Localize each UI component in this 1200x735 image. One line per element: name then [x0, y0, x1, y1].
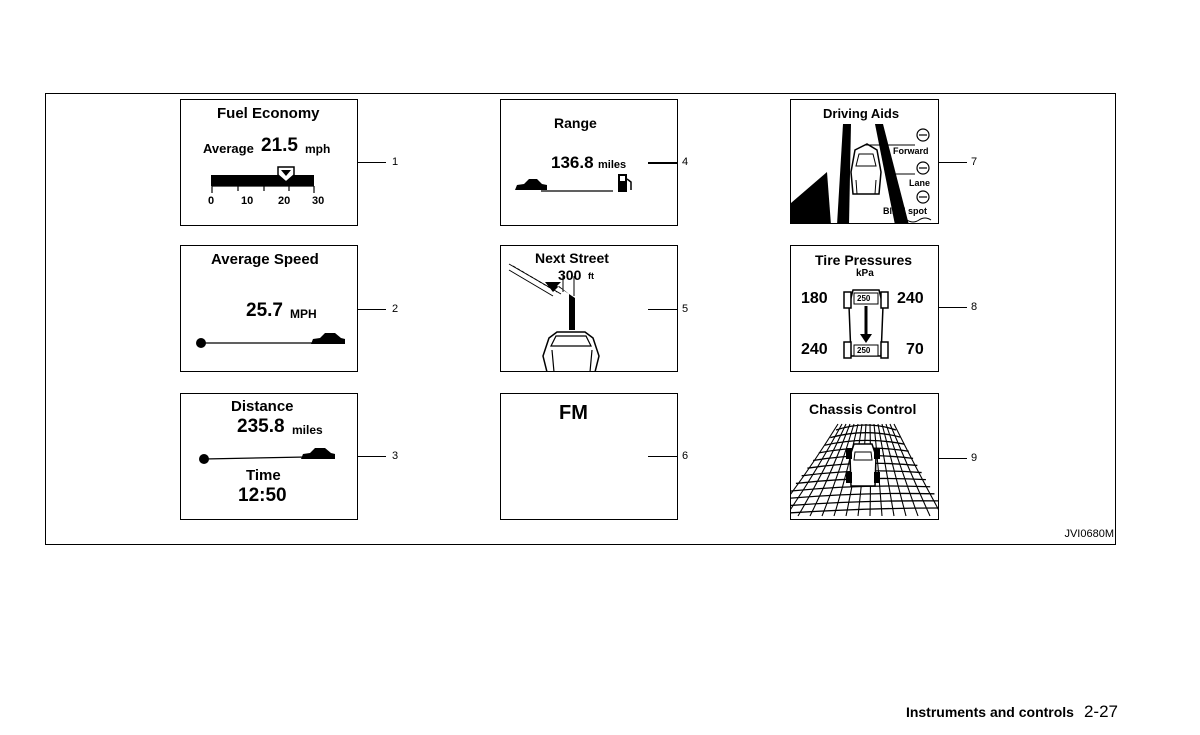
fuel-economy-unit: mph: [305, 142, 331, 156]
time-label: Time: [246, 467, 281, 484]
next-street-panel: Next Street 300 ft: [500, 245, 678, 372]
distance-panel: Distance 235.8 miles Time 12:50: [180, 393, 358, 520]
distance-value: 235.8: [237, 416, 285, 437]
callout-line-6: [648, 456, 678, 457]
chassis-grid-graphic: [791, 423, 938, 517]
callout-9: 9: [971, 452, 978, 464]
fuel-economy-title: Fuel Economy: [217, 105, 320, 122]
fuel-economy-value: 21.5: [261, 135, 298, 156]
callout-line-2: [358, 309, 386, 310]
tire-pressures-panel: Tire Pressures kPa 180 240 240 70 250 25…: [790, 245, 939, 372]
forward-label: Forward: [893, 146, 929, 156]
fuel-tick-10: 10: [241, 195, 254, 207]
tire-rear-marker: 250: [857, 346, 871, 355]
callout-line-3: [358, 456, 386, 457]
fm-title: FM: [559, 402, 588, 424]
tire-front-right-value: 240: [897, 290, 924, 307]
tire-rear-right-value: 70: [906, 341, 924, 358]
fuel-tick-0: 0: [208, 195, 215, 207]
fuel-pump-icon: [618, 174, 632, 192]
average-speed-panel: Average Speed 25.7 MPH: [180, 245, 358, 372]
fuel-tick-20: 20: [278, 195, 291, 207]
range-value: 136.8: [551, 153, 594, 172]
callout-2: 2: [392, 303, 399, 315]
lane-indicator-icon: [916, 161, 930, 175]
car-icon: [301, 448, 335, 459]
footer-page-number: 2-27: [1083, 702, 1118, 721]
turn-arrow-graphic: [508, 263, 600, 371]
driving-aids-title: Driving Aids: [823, 106, 900, 121]
figure-code: JVI0680M: [1064, 528, 1114, 540]
forward-indicator-icon: [916, 128, 930, 142]
average-speed-unit: MPH: [290, 307, 317, 321]
callout-1: 1: [392, 156, 399, 168]
tire-front-marker: 250: [857, 294, 871, 303]
chassis-control-title: Chassis Control: [809, 401, 917, 417]
fuel-economy-label: Average: [203, 141, 254, 156]
next-street-unit: ft: [588, 271, 594, 281]
fuel-tick-30: 30: [312, 195, 325, 207]
blind-spot-indicator-icon: [916, 190, 930, 204]
callout-5: 5: [682, 303, 689, 315]
callout-line-8: [939, 307, 967, 308]
car-icon: [515, 179, 547, 190]
callout-6: 6: [682, 450, 689, 462]
footer-section-title: Instruments and controls: [905, 704, 1074, 720]
tire-front-left-value: 180: [801, 290, 828, 307]
driving-aids-panel: Driving Aids Forward Lane Blind spot: [790, 99, 939, 224]
callout-line-1: [358, 162, 386, 163]
callout-line-4: [648, 162, 678, 164]
callout-3: 3: [392, 450, 399, 462]
lane-label: Lane: [909, 178, 931, 188]
callout-line-5: [648, 309, 678, 310]
callout-4: 4: [682, 156, 689, 168]
range-unit: miles: [598, 159, 627, 171]
car-top-view-graphic: [843, 289, 889, 359]
distance-progress-track: [199, 448, 335, 464]
average-speed-title: Average Speed: [211, 251, 319, 268]
speed-progress-track: [196, 333, 345, 348]
blind-spot-label: Blind spot: [883, 206, 927, 216]
time-value: 12:50: [238, 485, 287, 506]
callout-line-7: [939, 162, 967, 163]
distance-unit: miles: [292, 423, 323, 437]
distance-title: Distance: [231, 398, 294, 415]
range-title: Range: [554, 115, 597, 131]
figure-frame: [45, 93, 1116, 545]
fuel-economy-gauge: [211, 166, 315, 193]
page-footer: Instruments and controls 2-27: [906, 702, 1118, 722]
next-street-distance: 300: [558, 267, 582, 283]
fuel-economy-panel: Fuel Economy Average 21.5 mph 0 10 20 30: [180, 99, 358, 226]
callout-7: 7: [971, 156, 978, 168]
callout-line-9: [939, 458, 967, 459]
tire-pressures-title: Tire Pressures: [815, 252, 913, 268]
average-speed-value: 25.7: [246, 300, 283, 321]
driving-aids-graphic: [791, 124, 932, 223]
callout-8: 8: [971, 301, 978, 313]
chassis-control-panel: Chassis Control: [790, 393, 939, 520]
tire-rear-left-value: 240: [801, 341, 828, 358]
range-progress-track: [515, 174, 632, 192]
next-street-title: Next Street: [535, 250, 609, 266]
car-top-view-icon: [846, 443, 880, 487]
tire-pressures-unit: kPa: [856, 268, 874, 279]
car-icon: [311, 333, 345, 344]
